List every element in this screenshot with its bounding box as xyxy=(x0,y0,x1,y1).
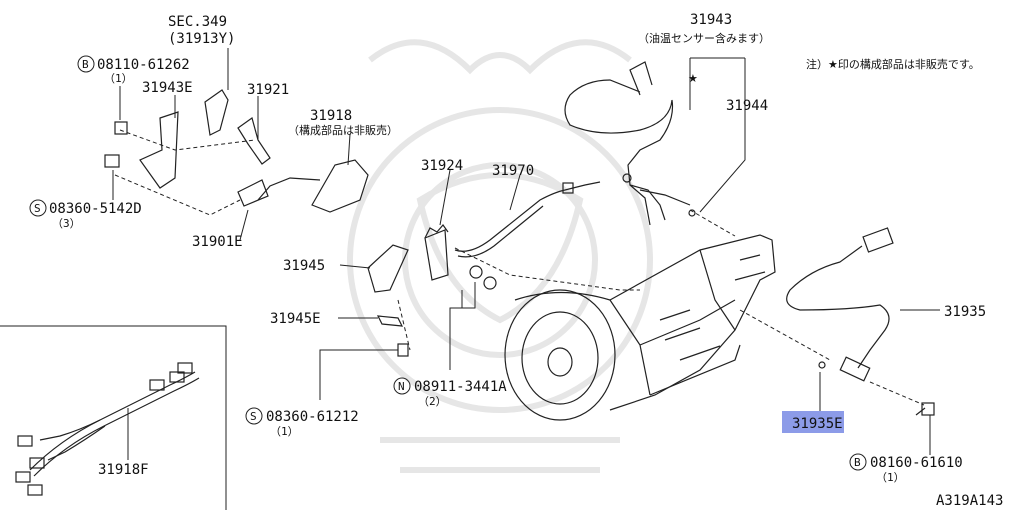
bolt-08110[interactable] xyxy=(114,121,128,135)
dashed-guides xyxy=(114,129,925,406)
label-08160-61610[interactable]: 08160-61610 xyxy=(870,455,963,471)
label-31924[interactable]: 31924 xyxy=(421,158,463,174)
label-31935e[interactable]: 31935E xyxy=(792,416,843,432)
label-sec349-sub: (31913Y) xyxy=(168,31,235,47)
harness-31918f[interactable] xyxy=(15,362,200,496)
label-31945e[interactable]: 31945E xyxy=(270,311,321,327)
label-08360-5142d[interactable]: 08360-5142D xyxy=(49,201,142,217)
harness-31944[interactable] xyxy=(564,61,696,226)
inset-frame xyxy=(0,325,227,510)
label-08160-qty: （1） xyxy=(876,471,905,484)
bolt-08360-5142d[interactable] xyxy=(104,154,120,168)
label-31944[interactable]: 31944 xyxy=(726,98,768,114)
lever-31921[interactable] xyxy=(237,117,271,165)
bracket-31945[interactable] xyxy=(367,244,409,293)
label-31943e[interactable]: 31943E xyxy=(142,80,193,96)
label-08911-qty: （2） xyxy=(418,395,447,408)
label-sec349[interactable]: SEC.349 xyxy=(168,14,227,30)
label-31918f[interactable]: 31918F xyxy=(98,462,149,478)
bolt-08360-61212[interactable] xyxy=(397,343,409,357)
transmission-assembly[interactable] xyxy=(504,234,776,421)
label-31970[interactable]: 31970 xyxy=(492,163,534,179)
label-31935[interactable]: 31935 xyxy=(944,304,986,320)
label-31943[interactable]: 31943 xyxy=(690,12,732,28)
label-08911-3441a[interactable]: 08911-3441A xyxy=(414,379,507,395)
note-text: 注）★印の構成部品は非販売です。 xyxy=(806,57,980,71)
cable-31970[interactable] xyxy=(454,181,601,258)
bracket-31924[interactable] xyxy=(424,224,449,281)
circle-b-08110: B xyxy=(77,55,95,73)
watermark-emblem xyxy=(347,39,653,473)
washer-31945e[interactable] xyxy=(376,315,404,327)
label-08110-61262[interactable]: 08110-61262 xyxy=(97,57,190,73)
figure-code: A319A143 xyxy=(936,493,1003,509)
circle-s-08360b: S xyxy=(245,407,263,425)
prefix-s-08360b: S xyxy=(250,410,257,423)
label-31918-sub: （構成部品は非販売） xyxy=(288,123,398,137)
rod-sec349[interactable] xyxy=(204,89,229,136)
prefix-b-08160: B xyxy=(854,456,861,469)
star-mark: ★ xyxy=(688,72,698,85)
label-31945[interactable]: 31945 xyxy=(283,258,325,274)
label-08360-5142d-qty: （3） xyxy=(52,217,81,230)
bolt-08160[interactable] xyxy=(915,402,935,416)
leader-lines xyxy=(112,48,940,460)
label-08360-61212-qty: （1） xyxy=(270,425,299,438)
label-08110-qty: （1） xyxy=(104,72,133,85)
prefix-n-08911: N xyxy=(398,380,405,393)
highlight-31935e xyxy=(782,411,844,433)
label-31921[interactable]: 31921 xyxy=(247,82,289,98)
prefix-b-08110: B xyxy=(82,58,89,71)
circle-n-08911: N xyxy=(393,377,411,395)
sensor-31935[interactable] xyxy=(786,227,894,382)
circle-b-08160: B xyxy=(849,453,867,471)
label-31901e[interactable]: 31901E xyxy=(192,234,243,250)
bracket-31943e[interactable] xyxy=(139,111,179,189)
label-31943-sub: （油温センサー含みます） xyxy=(638,31,770,45)
label-31918[interactable]: 31918 xyxy=(310,108,352,124)
nut-08911[interactable] xyxy=(469,265,497,290)
prefix-s-08360a: S xyxy=(34,202,41,215)
label-08360-61212[interactable]: 08360-61212 xyxy=(266,409,359,425)
switch-31918[interactable] xyxy=(237,159,369,213)
circle-s-08360a: S xyxy=(29,199,47,217)
